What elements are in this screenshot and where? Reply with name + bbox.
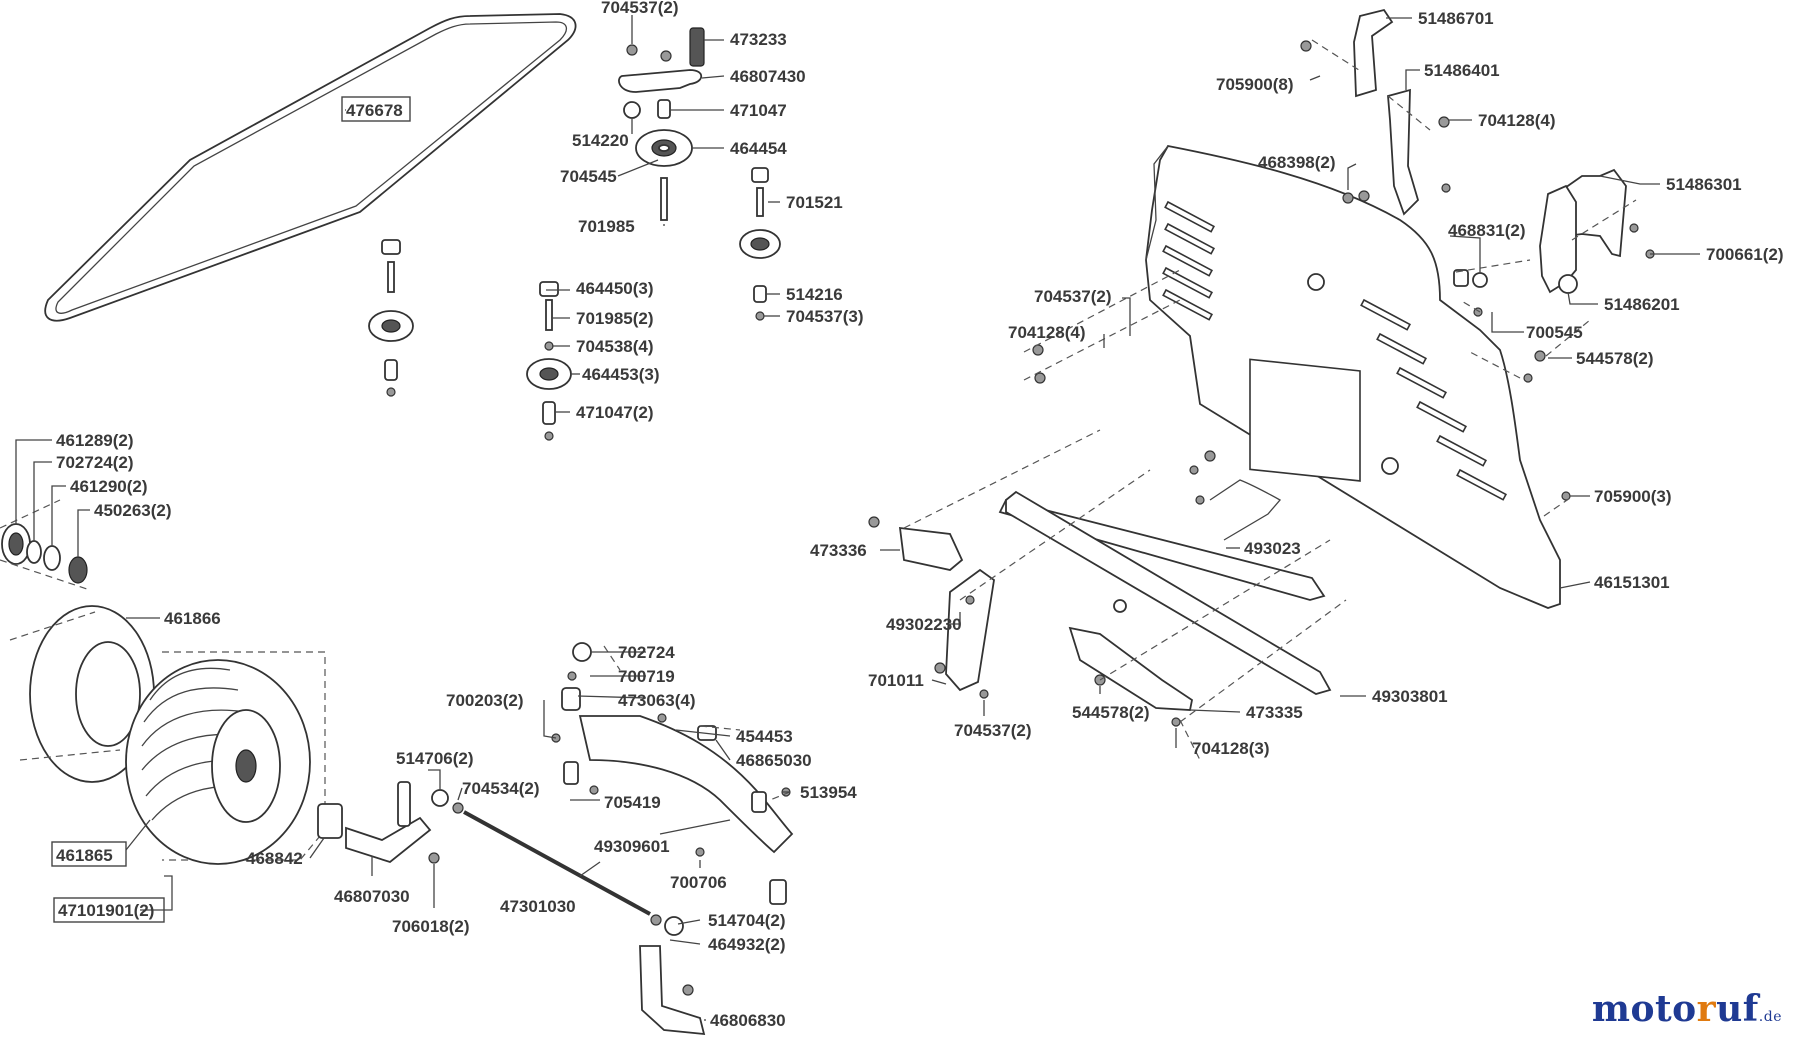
drive-belt (44, 13, 577, 322)
label-46865030: 46865030 (736, 751, 812, 770)
label-700661-2: 700661(2) (1706, 245, 1784, 264)
label-704128-4-left: 704128(4) (1008, 323, 1086, 342)
assembly-dashed-lines (603, 39, 1637, 801)
label-704128-4-top: 704128(4) (1478, 111, 1556, 130)
label-704128-3: 704128(3) (1192, 739, 1270, 758)
label-700545: 700545 (1526, 323, 1583, 342)
label-705900-3: 705900(3) (1594, 487, 1672, 506)
label-473233: 473233 (730, 30, 787, 49)
rear-wheel-assembly (0, 499, 464, 865)
label-700203-2: 700203(2) (446, 691, 524, 710)
label-704537-2-bot: 704537(2) (954, 721, 1032, 740)
label-514706-2: 514706(2) (396, 749, 474, 768)
label-493023: 493023 (1244, 539, 1301, 558)
brand-name-part2: r (1696, 988, 1717, 1030)
label-701521: 701521 (786, 193, 843, 212)
brand-name-part1: moto (1591, 988, 1697, 1030)
label-704534-2: 704534(2) (462, 779, 540, 798)
idler-pulley-assembly (368, 27, 781, 441)
label-514216: 514216 (786, 285, 843, 304)
label-471047: 471047 (730, 101, 787, 120)
label-471047-2: 471047(2) (576, 403, 654, 422)
label-702724-2: 702724(2) (56, 453, 134, 472)
label-700719: 700719 (618, 667, 675, 686)
label-box-476678 (341, 96, 411, 122)
label-704537-3: 704537(3) (786, 307, 864, 326)
label-468831-2: 468831(2) (1448, 221, 1526, 240)
label-468398-2: 468398(2) (1258, 153, 1336, 172)
label-464453-3: 464453(3) (582, 365, 660, 384)
label-51486201: 51486201 (1604, 295, 1680, 314)
label-704538-4: 704538(4) (576, 337, 654, 356)
label-46807030: 46807030 (334, 887, 410, 906)
label-704545: 704545 (560, 167, 617, 186)
label-702724: 702724 (618, 643, 675, 662)
label-box-461865 (51, 841, 127, 867)
rear-panel-assembly (868, 8, 1655, 727)
label-461865: 461865 (56, 846, 113, 865)
label-454453: 454453 (736, 727, 793, 746)
label-514220: 514220 (572, 131, 629, 150)
label-701011: 701011 (868, 671, 924, 690)
label-706018-2: 706018(2) (392, 917, 470, 936)
label-47301030: 47301030 (500, 897, 576, 916)
label-476678: 476678 (346, 101, 403, 120)
label-701985-2: 701985(2) (576, 309, 654, 328)
label-450263-2: 450263(2) (94, 501, 172, 520)
label-544578-2-bot: 544578(2) (1072, 703, 1150, 722)
label-701985: 701985 (578, 217, 635, 236)
label-473336: 473336 (810, 541, 867, 560)
label-705419: 705419 (604, 793, 661, 812)
leader-lines (15, 15, 1700, 1021)
label-51486701: 51486701 (1418, 9, 1494, 28)
label-700706: 700706 (670, 873, 727, 892)
label-461289-2: 461289(2) (56, 431, 134, 450)
label-704537-2-mid: 704537(2) (1034, 287, 1112, 306)
label-464450-3: 464450(3) (576, 279, 654, 298)
label-514704-2: 514704(2) (708, 911, 786, 930)
label-46151301: 46151301 (1594, 573, 1670, 592)
part-number-labels: 476678 704537(2) 473233 46807430 471047 … (56, 0, 1784, 1030)
brand-suffix: .de (1758, 1009, 1782, 1025)
label-705900-8: 705900(8) (1216, 75, 1294, 94)
label-468842: 468842 (246, 849, 303, 868)
label-461290-2: 461290(2) (70, 477, 148, 496)
label-704537-2-top: 704537(2) (601, 0, 679, 17)
label-461866: 461866 (164, 609, 221, 628)
label-513954: 513954 (800, 783, 857, 802)
label-473335: 473335 (1246, 703, 1303, 722)
label-49302230: 49302230 (886, 615, 962, 634)
label-51486401: 51486401 (1424, 61, 1500, 80)
label-46807430: 46807430 (730, 67, 806, 86)
brand-name-part3: uf (1716, 988, 1759, 1030)
label-47101901-2: 47101901(2) (58, 901, 154, 920)
label-51486301: 51486301 (1666, 175, 1742, 194)
label-49309601: 49309601 (594, 837, 670, 856)
label-49303801: 49303801 (1372, 687, 1448, 706)
steering-linkage (463, 642, 794, 1036)
label-464932-2: 464932(2) (708, 935, 786, 954)
label-544578-2-right: 544578(2) (1576, 349, 1654, 368)
brand-logo: motoruf.de (1592, 988, 1782, 1030)
label-473063-4: 473063(4) (618, 691, 696, 710)
label-46806830: 46806830 (710, 1011, 786, 1030)
label-464454: 464454 (730, 139, 787, 158)
label-box-47101901 (53, 897, 165, 923)
